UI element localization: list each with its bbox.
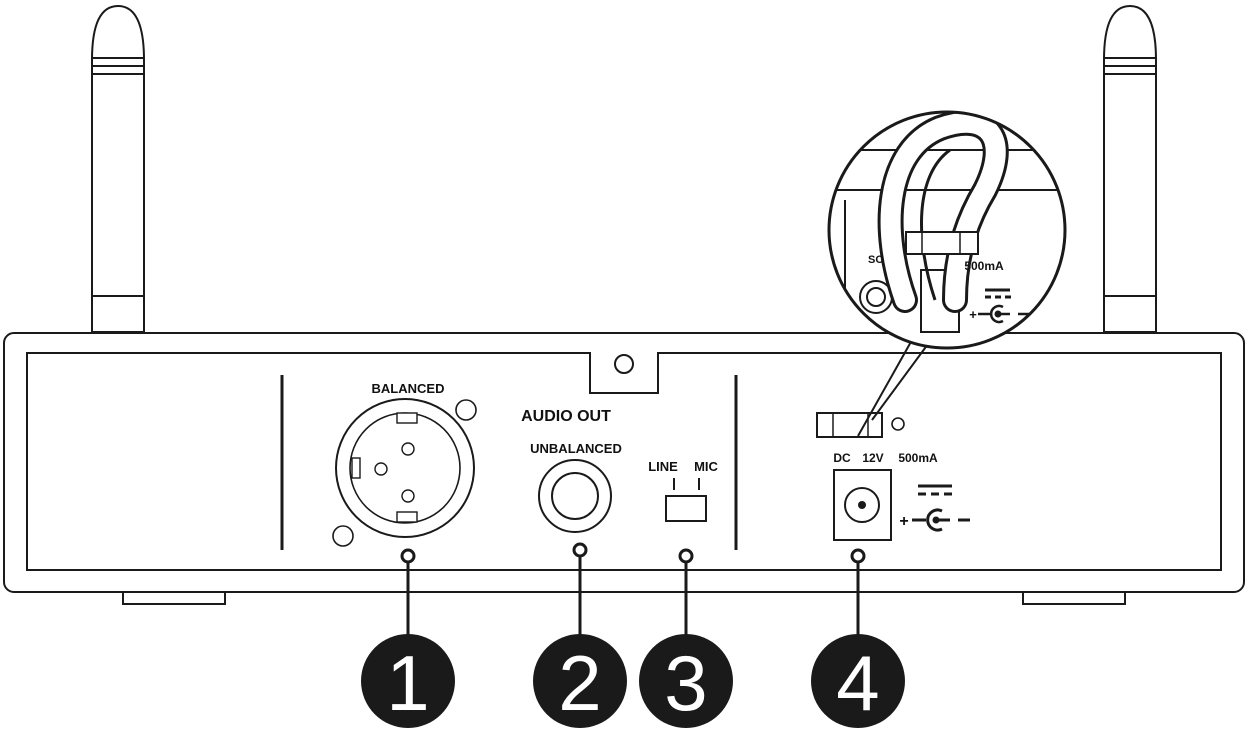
callout-4-number: 4 xyxy=(836,639,879,727)
inset-partial-label: SO xyxy=(868,254,884,266)
dc-label: DC xyxy=(833,451,851,465)
xlr-mount-hole-top xyxy=(455,399,477,421)
callout-dots xyxy=(400,542,866,564)
polarity-icon: + xyxy=(899,508,970,532)
dc-power-input[interactable]: DC 12V 500mA + xyxy=(816,412,970,541)
magnified-inset: SO 500mA + xyxy=(827,110,1067,437)
xlr-pin-2 xyxy=(374,462,388,476)
panel-screw xyxy=(614,354,634,374)
line-label: LINE xyxy=(648,459,678,474)
unbalanced-jack-output[interactable]: AUDIO OUT UNBALANCED xyxy=(521,408,622,533)
xlr-inner-ring xyxy=(349,412,461,524)
callout-2-badge xyxy=(533,634,627,728)
inset-border xyxy=(827,110,1067,350)
polarity-plus: + xyxy=(899,513,908,530)
unbalanced-label: UNBALANCED xyxy=(530,441,622,456)
callout-3: 3 xyxy=(639,634,733,728)
callout-4: 4 xyxy=(811,634,905,728)
callout-3-number: 3 xyxy=(664,639,707,727)
jack-inner-ring xyxy=(551,472,599,520)
callout-2-number: 2 xyxy=(558,639,601,727)
callout-4-badge xyxy=(811,634,905,728)
foot-left xyxy=(122,591,226,605)
inset-current-label: 500mA xyxy=(964,259,1004,273)
callout-1: 1 xyxy=(361,634,455,728)
callout-3-badge xyxy=(639,634,733,728)
xlr-key-bottom xyxy=(396,511,418,523)
mic-label: MIC xyxy=(694,459,718,474)
dc-symbol-icon xyxy=(918,484,952,496)
balanced-label: BALANCED xyxy=(372,381,445,396)
voltage-label: 12V xyxy=(862,451,883,465)
chassis xyxy=(3,332,1245,605)
callout-1-badge xyxy=(361,634,455,728)
cable-clip xyxy=(816,412,883,438)
line-mic-switch[interactable]: LINE MIC xyxy=(648,459,719,522)
clip-screw xyxy=(891,417,905,431)
callout-1-number: 1 xyxy=(386,639,429,727)
audio-out-label: AUDIO OUT xyxy=(521,408,611,425)
inset-pointer-left xyxy=(857,339,913,437)
dc-jack-pin xyxy=(858,501,866,509)
line-mic-switch-body xyxy=(665,495,707,522)
foot-right xyxy=(1022,591,1126,605)
xlr-latch xyxy=(351,457,361,479)
inset-pointer-right xyxy=(871,343,929,421)
xlr-pin-3 xyxy=(401,489,415,503)
callout-leaders xyxy=(406,550,860,640)
xlr-mount-hole-bottom xyxy=(332,525,354,547)
xlr-key-top xyxy=(396,412,418,424)
xlr-balanced-output[interactable]: BALANCED xyxy=(332,381,477,547)
antenna-left xyxy=(91,4,145,333)
xlr-pin-1 xyxy=(401,442,415,456)
antenna-right xyxy=(1103,4,1157,333)
chassis-outer xyxy=(3,332,1245,593)
inset-polarity-plus: + xyxy=(969,307,977,322)
chassis-inner-panel xyxy=(26,352,1222,571)
current-label: 500mA xyxy=(898,451,938,465)
callout-2: 2 xyxy=(533,634,627,728)
